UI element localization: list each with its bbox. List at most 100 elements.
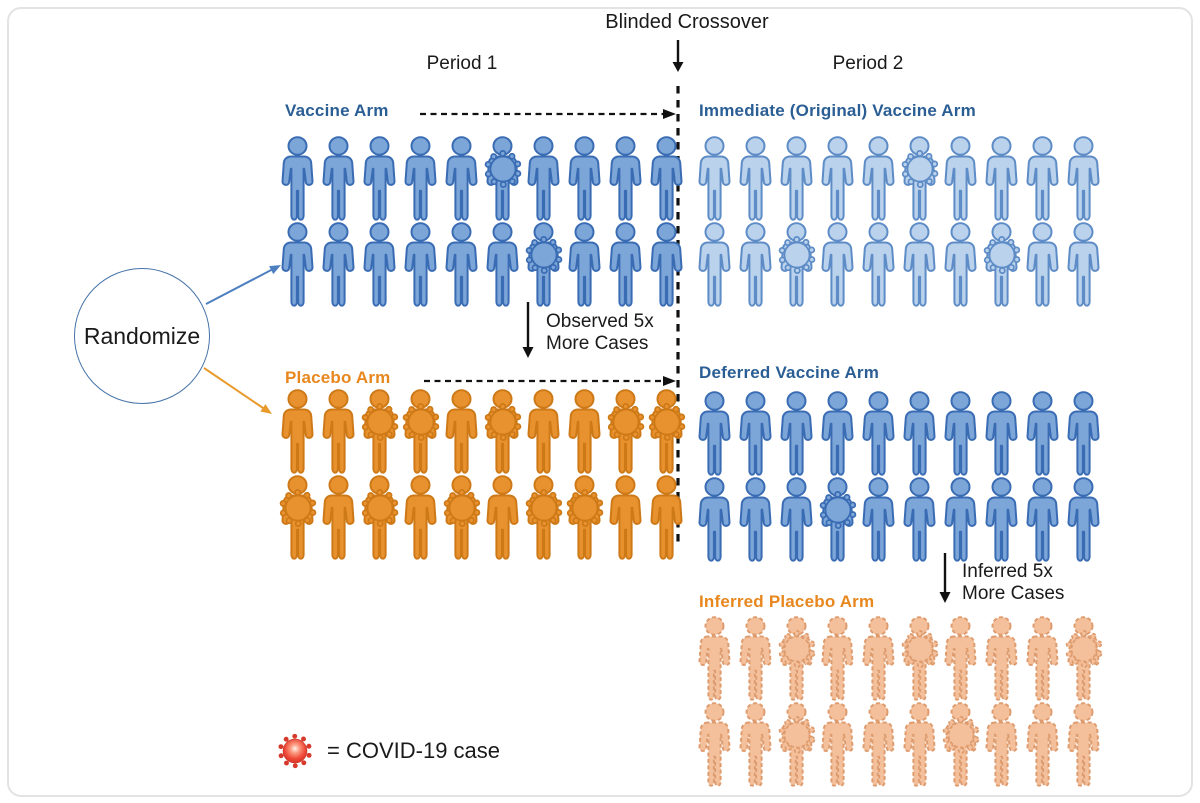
person-row (694, 222, 1104, 308)
person-figure (694, 222, 735, 308)
person-figure (482, 389, 523, 475)
person-figure (981, 222, 1022, 308)
inferred-down-arrow-icon (939, 553, 951, 603)
immediate-vaccine-arm-people (694, 136, 1104, 308)
person-figure (605, 222, 646, 308)
person-figure (694, 391, 735, 477)
randomize-circle: Randomize (74, 268, 210, 404)
covid-case-icon (525, 489, 563, 527)
person-figure (523, 475, 564, 561)
observed-note-line2: More Cases (546, 333, 649, 354)
person-figure (1022, 616, 1063, 702)
person-figure (359, 136, 400, 222)
person-figure (817, 222, 858, 308)
period1-label: Period 1 (426, 53, 498, 74)
period2-label: Period 2 (832, 53, 904, 74)
person-figure (277, 136, 318, 222)
person-figure (1063, 477, 1104, 563)
covid-case-icon (566, 489, 604, 527)
person-figure (1063, 136, 1104, 222)
person-figure (359, 222, 400, 308)
person-figure (318, 475, 359, 561)
person-figure (1022, 391, 1063, 477)
person-figure (359, 475, 400, 561)
person-figure (735, 477, 776, 563)
person-figure (981, 702, 1022, 788)
person-row (277, 389, 687, 475)
person-figure (441, 389, 482, 475)
inferred-note-line1: Inferred 5x (962, 561, 1053, 582)
arrow-to-placebo-icon (260, 404, 272, 414)
person-row (694, 477, 1104, 563)
person-figure (735, 616, 776, 702)
covid-case-icon (1065, 630, 1103, 668)
person-figure (441, 136, 482, 222)
person-figure (940, 616, 981, 702)
observed-note-line1: Observed 5x (546, 311, 654, 332)
person-figure (776, 477, 817, 563)
person-row (277, 136, 687, 222)
person-figure (523, 389, 564, 475)
person-figure (858, 616, 899, 702)
person-figure (564, 475, 605, 561)
person-figure (940, 477, 981, 563)
person-figure (400, 136, 441, 222)
person-figure (817, 136, 858, 222)
person-figure (694, 136, 735, 222)
covid-case-icon (402, 403, 440, 441)
person-figure (776, 222, 817, 308)
covid-case-icon (819, 491, 857, 529)
covid-case-icon (901, 150, 939, 188)
person-figure (899, 391, 940, 477)
placebo-arm-dashed-arrow-icon (424, 376, 676, 386)
person-figure (400, 222, 441, 308)
covid-case-icon (607, 403, 645, 441)
person-figure (1022, 702, 1063, 788)
person-figure (564, 136, 605, 222)
person-figure (400, 475, 441, 561)
person-figure (940, 702, 981, 788)
person-figure (694, 616, 735, 702)
person-figure (277, 389, 318, 475)
person-figure (318, 389, 359, 475)
person-row (694, 136, 1104, 222)
person-figure (981, 616, 1022, 702)
person-figure (694, 477, 735, 563)
covid-case-icon (901, 630, 939, 668)
person-figure (318, 222, 359, 308)
inferred-placebo-arm-people (694, 616, 1104, 788)
person-figure (858, 477, 899, 563)
randomize-branch-arrows (203, 265, 281, 414)
person-figure (318, 136, 359, 222)
inferred-note: Inferred 5x More Cases (962, 561, 1064, 605)
person-figure (359, 389, 400, 475)
person-figure (277, 222, 318, 308)
person-figure (482, 222, 523, 308)
placebo-arm-label: Placebo Arm (285, 368, 391, 387)
covid-case-icon (525, 236, 563, 274)
person-figure (899, 222, 940, 308)
main-title: Blinded Crossover (605, 11, 769, 33)
person-figure (564, 222, 605, 308)
person-figure (981, 136, 1022, 222)
deferred-vaccine-arm-label: Deferred Vaccine Arm (699, 363, 880, 382)
legend: = COVID-19 case (277, 733, 500, 769)
inferred-placebo-arm-label: Inferred Placebo Arm (699, 592, 875, 611)
observed-note: Observed 5x More Cases (546, 311, 654, 355)
person-figure (981, 477, 1022, 563)
covid-case-icon (443, 489, 481, 527)
randomize-label: Randomize (83, 322, 201, 349)
person-figure (817, 391, 858, 477)
person-figure (400, 389, 441, 475)
person-figure (605, 475, 646, 561)
person-figure (1063, 616, 1104, 702)
inferred-note-line2: More Cases (962, 583, 1065, 604)
person-row (277, 222, 687, 308)
person-figure (1063, 702, 1104, 788)
person-figure (776, 136, 817, 222)
person-figure (735, 136, 776, 222)
immediate-vaccine-arm-label: Immediate (Original) Vaccine Arm (699, 101, 976, 120)
person-figure (1063, 222, 1104, 308)
person-figure (605, 136, 646, 222)
